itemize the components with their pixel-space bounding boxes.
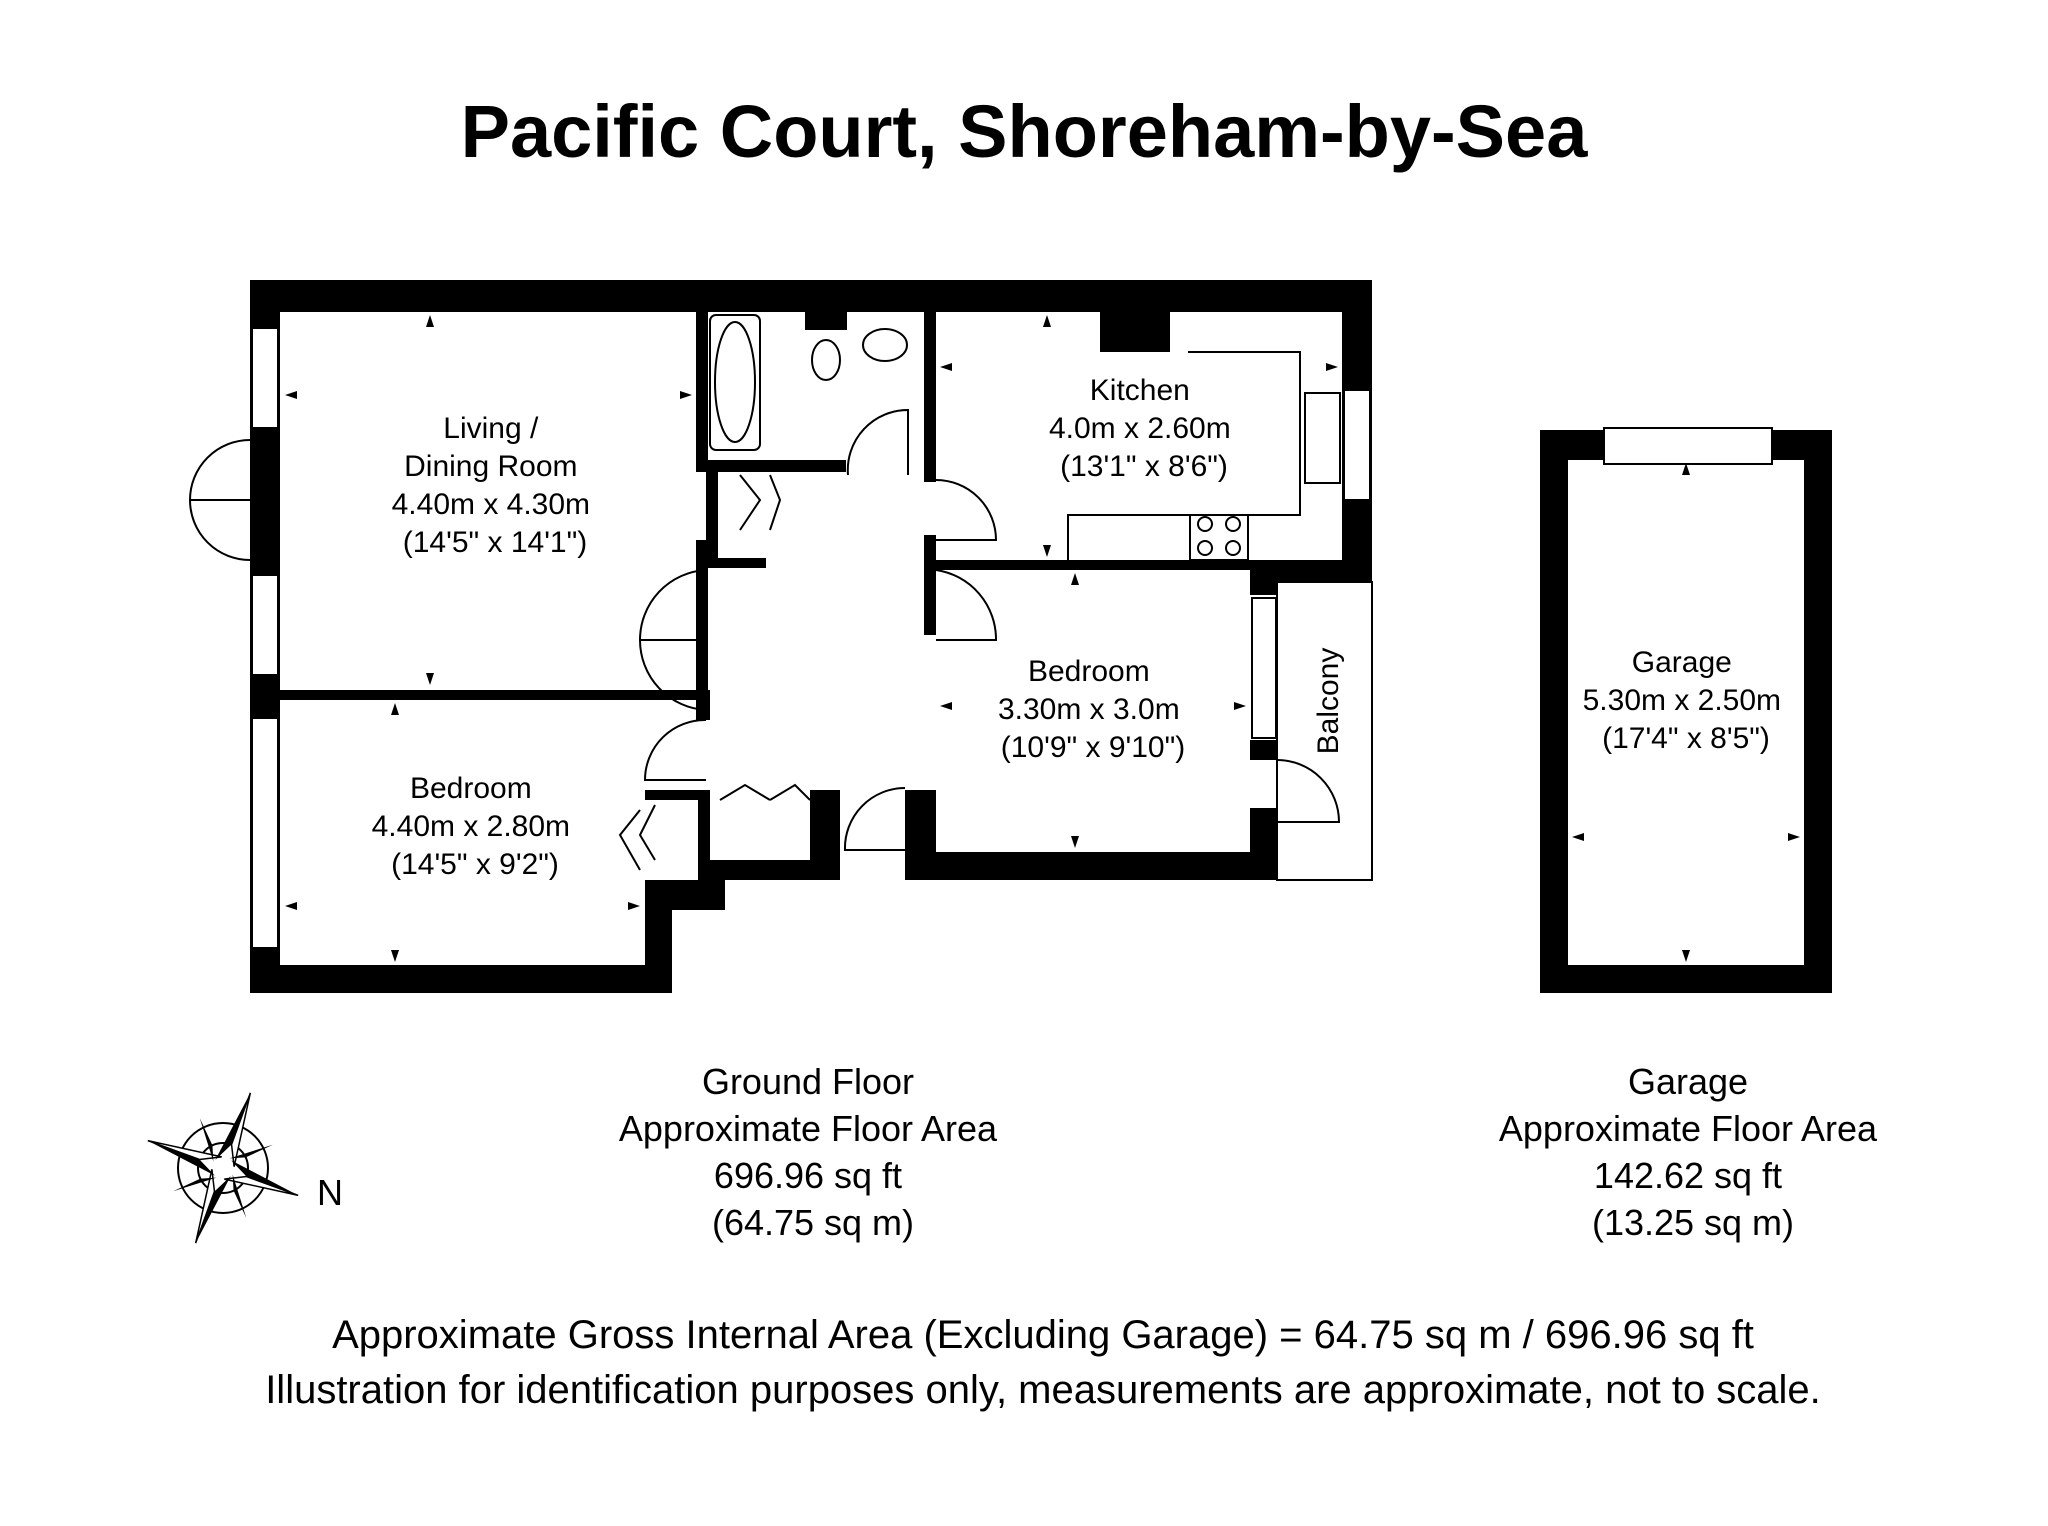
room-label-living: Living / Dining Room 4.40m x 4.30m (14'5… bbox=[392, 412, 599, 559]
dimension-markers bbox=[285, 315, 1338, 962]
page-title: Pacific Court, Shoreham-by-Sea bbox=[461, 90, 1589, 173]
wall-kitchen-bedroom bbox=[930, 560, 1260, 570]
cupboard-door-hall bbox=[739, 474, 782, 531]
wall-bath-right bbox=[924, 312, 936, 482]
kitchen-sink bbox=[1304, 392, 1341, 484]
door-balcony bbox=[1276, 759, 1341, 823]
hob-ring bbox=[1225, 540, 1241, 556]
outer-wall-bedroom2-right-block bbox=[1250, 740, 1277, 760]
garage-wall-left bbox=[1540, 430, 1568, 993]
wall-bath-bottom bbox=[706, 460, 846, 472]
hob-ring bbox=[1225, 516, 1241, 532]
kitchen-chimney bbox=[1100, 312, 1170, 352]
compass-rose-icon bbox=[147, 1092, 299, 1244]
window-living-upper bbox=[251, 327, 279, 429]
door-hall-bottom bbox=[843, 787, 906, 851]
ground-floor-plan: Balcony Living / Dining Room 4.40m x 4 bbox=[188, 280, 1373, 993]
wall-cupboard-left bbox=[706, 472, 718, 567]
cupboard-door-store bbox=[719, 783, 811, 801]
hob-ring bbox=[1197, 516, 1213, 532]
garage-plan: Garage 5.30m x 2.50m (17'4" x 8'5") bbox=[1540, 427, 1832, 993]
wall-hall-stub bbox=[696, 690, 710, 720]
door-living bbox=[638, 569, 707, 711]
door-bathroom bbox=[846, 408, 909, 476]
room-label-bedroom-1: Bedroom 4.40m x 2.80m (14'5" x 9'2") bbox=[372, 772, 579, 881]
door-kitchen bbox=[935, 479, 998, 541]
room-label-garage: Garage 5.30m x 2.50m (17'4" x 8'5") bbox=[1583, 646, 1790, 755]
garage-door bbox=[1603, 427, 1773, 465]
kitchen-hob bbox=[1189, 514, 1249, 561]
kitchen-worktop bbox=[1067, 351, 1301, 560]
balcony bbox=[1276, 581, 1373, 881]
wall-hall-right bbox=[924, 535, 936, 635]
outer-wall-top bbox=[250, 280, 1372, 312]
wall-cupboard-bottom bbox=[706, 558, 766, 568]
window-bedroom1 bbox=[251, 717, 279, 949]
balcony-label: Balcony bbox=[1312, 648, 1345, 755]
outer-wall-cupboard-right bbox=[810, 790, 840, 880]
wall-living-bedroom bbox=[280, 690, 710, 700]
garage-area: Garage Approximate Floor Area 142.62 sq … bbox=[1499, 1061, 1887, 1243]
outer-wall-bottom-left bbox=[250, 965, 672, 993]
window-living-lower bbox=[251, 574, 279, 676]
wall-bedroom2-hall-lower bbox=[924, 790, 936, 860]
room-label-bedroom-2: Bedroom 3.30m x 3.0m (10'9" x 9'10") bbox=[998, 655, 1188, 764]
garage-dimension-markers bbox=[1572, 463, 1800, 962]
disclaimer-note: Illustration for identification purposes… bbox=[265, 1368, 1821, 1412]
door-bedroom2 bbox=[935, 569, 998, 641]
cupboard-door-bed1 bbox=[618, 804, 656, 871]
wall-bed1-cupboard-top bbox=[645, 790, 705, 800]
compass-north-label: N bbox=[317, 1172, 343, 1213]
wall-living-hall bbox=[696, 540, 708, 700]
room-label-kitchen: Kitchen 4.0m x 2.60m (13'1" x 8'6") bbox=[1049, 374, 1239, 483]
window-bedroom2-balcony bbox=[1251, 597, 1277, 739]
hob-ring bbox=[1197, 540, 1213, 556]
gross-area-note: Approximate Gross Internal Area (Excludi… bbox=[332, 1313, 1754, 1357]
outer-wall-kitchen-bottom-right bbox=[1250, 560, 1372, 582]
washbasin bbox=[862, 328, 908, 362]
outer-wall-bedroom2-bottom bbox=[905, 852, 1277, 880]
french-door-living bbox=[188, 439, 251, 561]
bathroom-cistern bbox=[805, 312, 847, 330]
window-kitchen bbox=[1343, 389, 1371, 501]
wall-bed1-cupboard-right bbox=[698, 790, 710, 860]
garage-wall-right bbox=[1804, 430, 1832, 993]
door-bedroom1 bbox=[643, 718, 707, 781]
garage-wall-bottom bbox=[1540, 965, 1832, 993]
outer-wall-bedroom2-right-lower bbox=[1250, 808, 1277, 880]
wall-living-bath bbox=[696, 312, 708, 472]
ground-floor-area: Ground Floor Approximate Floor Area 696.… bbox=[619, 1061, 1007, 1243]
bathtub-basin bbox=[714, 321, 756, 443]
toilet-bowl bbox=[811, 339, 841, 381]
bathtub bbox=[709, 314, 761, 451]
outer-wall-cupboard-bottom bbox=[698, 860, 840, 880]
